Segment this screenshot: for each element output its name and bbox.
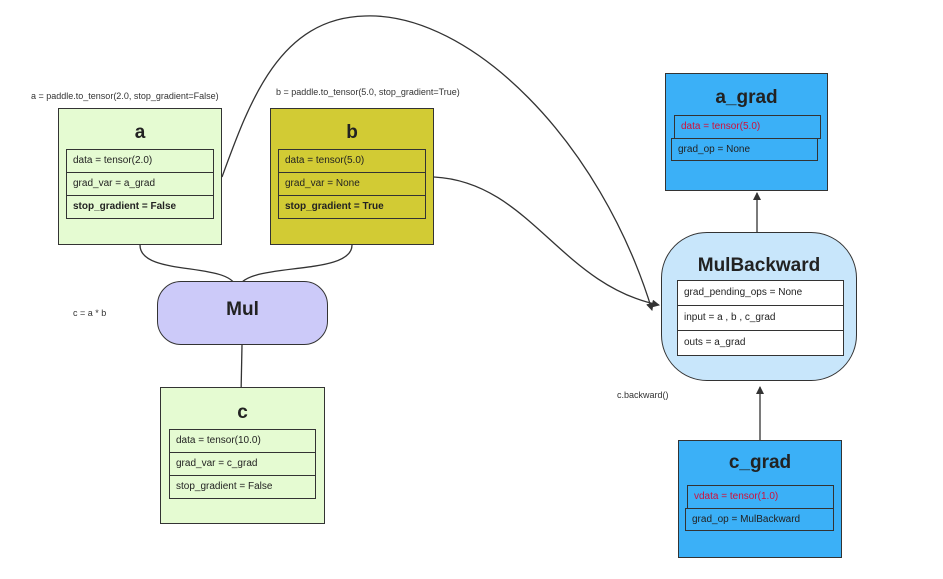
node-a-grad-data-row: data = tensor(5.0): [674, 115, 821, 139]
node-c-grad: c_grad vdata = tensor(1.0) grad_op = Mul…: [678, 440, 842, 558]
node-c-grad-data-row: vdata = tensor(1.0): [687, 485, 834, 509]
node-mulbackward-outs-row: outs = a_grad: [677, 330, 844, 356]
node-a-grad: a_grad data = tensor(5.0) grad_op = None: [665, 73, 828, 191]
node-a-grad-var-row: grad_var = a_grad: [66, 172, 214, 196]
node-mulbackward-pending-ops-row: grad_pending_ops = None: [677, 280, 844, 306]
node-b: b data = tensor(5.0) grad_var = None sto…: [270, 108, 434, 245]
node-c-title: c: [237, 402, 248, 423]
node-mulbackward-title: MulBackward: [697, 255, 821, 276]
node-a-grad-title: a_grad: [715, 87, 778, 108]
node-a-grad-grad-op-row: grad_op = None: [671, 138, 818, 161]
node-mulbackward-input-row: input = a , b , c_grad: [677, 305, 844, 331]
node-a-stop-gradient-row: stop_gradient = False: [66, 195, 214, 219]
node-a-data-row: data = tensor(2.0): [66, 149, 214, 173]
edge-mul-to-c: [237, 344, 246, 396]
node-c-grad-var-row: grad_var = c_grad: [169, 452, 316, 476]
node-c-stop-gradient-row: stop_gradient = False: [169, 475, 316, 499]
node-b-stop-gradient-row: stop_gradient = True: [278, 195, 426, 219]
node-c-data-row: data = tensor(10.0): [169, 429, 316, 453]
node-c-grad-grad-op-row: grad_op = MulBackward: [685, 508, 834, 531]
node-mul: Mul: [157, 281, 328, 345]
node-mul-title: Mul: [226, 299, 259, 320]
node-mulbackward: MulBackward grad_pending_ops = None inpu…: [661, 232, 857, 381]
node-b-title: b: [346, 122, 358, 143]
a-code-note: a = paddle.to_tensor(2.0, stop_gradient=…: [31, 91, 219, 101]
node-a-title: a: [134, 122, 146, 143]
node-b-data-row: data = tensor(5.0): [278, 149, 426, 173]
c-code-note: c = a * b: [73, 308, 107, 318]
edge-b-to-mulbackward: [433, 176, 660, 308]
node-a: a data = tensor(2.0) grad_var = a_grad s…: [58, 108, 222, 245]
node-c-grad-title: c_grad: [728, 452, 792, 473]
backward-code-note: c.backward(): [617, 390, 669, 400]
edge-a-to-mulbackward: [221, 15, 654, 311]
node-c: c data = tensor(10.0) grad_var = c_grad …: [160, 387, 325, 524]
b-code-note: b = paddle.to_tensor(5.0, stop_gradient=…: [276, 87, 460, 97]
node-b-grad-var-row: grad_var = None: [278, 172, 426, 196]
